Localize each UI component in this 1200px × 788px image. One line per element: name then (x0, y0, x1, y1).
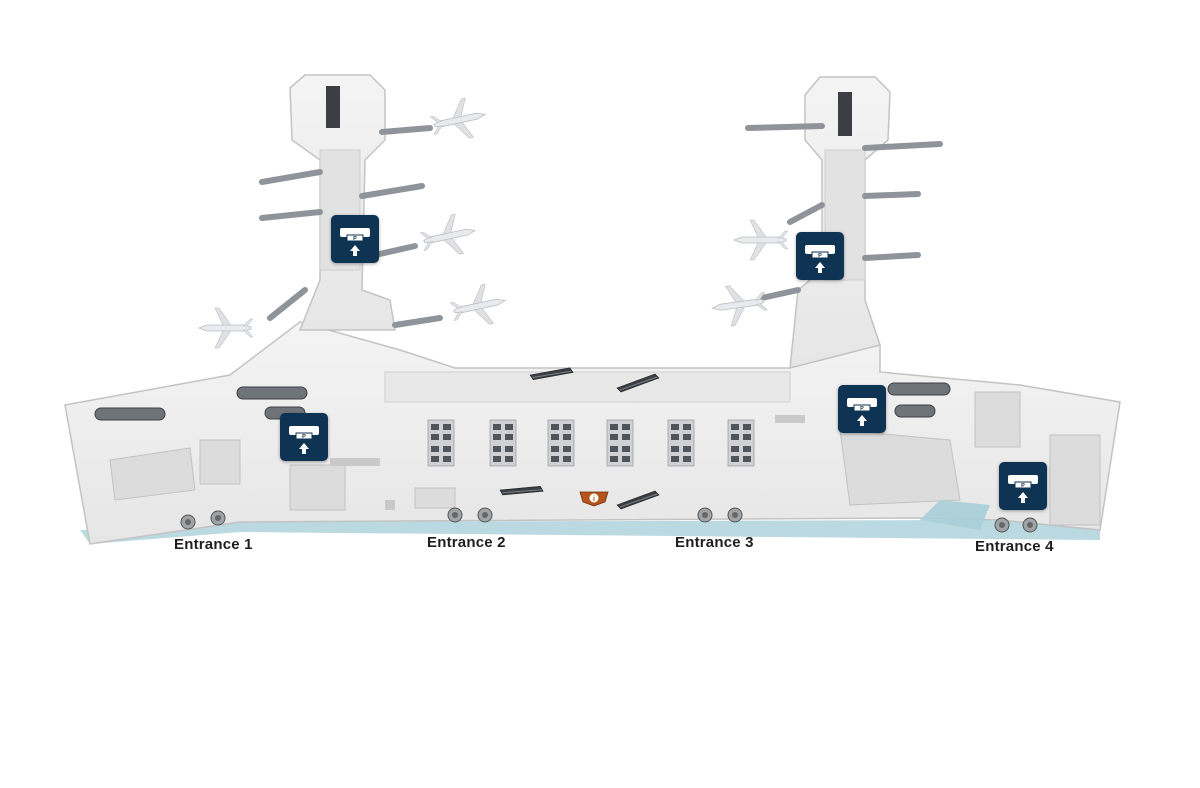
parking-marker[interactable]: P (796, 232, 844, 280)
aircraft-icon (733, 219, 789, 261)
aircraft-icon (447, 280, 510, 332)
revolving-door-icon (180, 514, 196, 530)
parking-ticket-machine-icon: P (847, 398, 877, 426)
svg-text:P: P (1021, 483, 1025, 489)
svg-text:P: P (353, 236, 357, 242)
revolving-door-icon (697, 507, 713, 523)
revolving-door-icon (210, 510, 226, 526)
aircraft-icon (709, 280, 770, 329)
parking-marker[interactable]: P (999, 462, 1047, 510)
parking-ticket-machine-icon: P (1008, 475, 1038, 503)
aircraft-icon (198, 307, 254, 349)
jet-bridges (259, 123, 943, 328)
entrance-2-label: Entrance 2 (427, 534, 506, 551)
aircraft-icon (427, 94, 490, 146)
glass-facade (80, 520, 1100, 544)
parking-ticket-machine-icon: P (340, 228, 370, 256)
revolving-door-icon (447, 507, 463, 523)
information-icon: i (593, 496, 595, 503)
svg-text:P: P (302, 434, 306, 440)
right-pier-escalator (838, 92, 852, 136)
aircraft-icon (417, 210, 480, 262)
entrance-3-label: Entrance 3 (675, 534, 754, 551)
parking-ticket-machine-icon: P (805, 245, 835, 273)
aircraft-group (198, 94, 789, 349)
shop-counters (330, 415, 805, 510)
interior-rooms (109, 391, 1101, 526)
revolving-door-icon (727, 507, 743, 523)
svg-text:P: P (818, 253, 822, 259)
entrance-4-label: Entrance 4 (975, 538, 1054, 555)
upper-concourse (384, 371, 791, 403)
parking-marker[interactable]: P (280, 413, 328, 461)
parking-marker[interactable]: P (331, 215, 379, 263)
glass-partition (920, 500, 990, 530)
parking-marker[interactable]: P (838, 385, 886, 433)
svg-text:P: P (860, 406, 864, 412)
revolving-door-icon (994, 517, 1010, 533)
revolving-door-icon (477, 507, 493, 523)
revolving-door-icon (1022, 517, 1038, 533)
parking-ticket-machine-icon: P (289, 426, 319, 454)
information-point[interactable]: i (579, 491, 609, 507)
entrance-1-label: Entrance 1 (174, 536, 253, 553)
left-pier-escalator (326, 86, 340, 128)
